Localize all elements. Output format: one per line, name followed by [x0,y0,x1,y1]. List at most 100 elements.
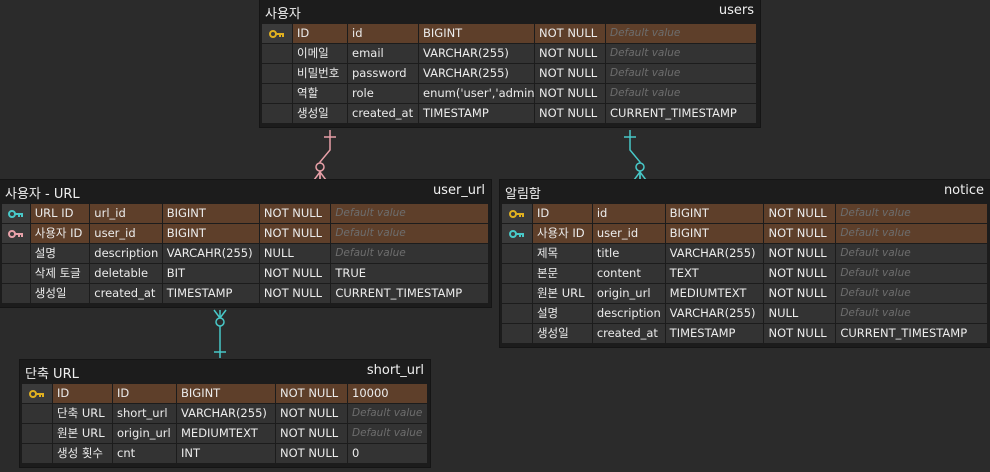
type-cell[interactable]: BIGINT [665,204,764,223]
label-cell[interactable]: 설명 [532,304,592,323]
nullable-cell[interactable]: NOT NULL [535,44,605,63]
default-cell[interactable]: Default value [348,404,427,423]
column-name-cell[interactable]: url_id [90,204,162,223]
default-cell[interactable]: Default value [606,84,756,103]
default-cell[interactable]: Default value [836,284,988,303]
column-name-cell[interactable]: deletable [90,264,162,283]
type-cell[interactable]: BIGINT [162,224,259,243]
column-name-cell[interactable]: created_at [348,104,418,123]
nullable-cell[interactable]: NOT NULL [535,64,605,83]
column-name-cell[interactable]: created_at [592,324,665,343]
nullable-cell[interactable]: NOT NULL [276,384,347,403]
type-cell[interactable]: VARCHAR(255) [177,404,275,423]
label-cell[interactable]: ID [532,204,592,223]
column-name-cell[interactable]: ID [113,384,176,403]
label-cell[interactable]: 삭제 토글 [30,264,90,283]
column-name-cell[interactable]: id [348,24,418,43]
label-cell[interactable]: 단축 URL [53,404,112,423]
default-cell[interactable]: Default value [606,44,756,63]
default-cell[interactable]: Default value [331,204,489,223]
type-cell[interactable]: VARCHAR(255) [665,304,764,323]
column-name-cell[interactable]: user_id [90,224,162,243]
label-cell[interactable]: 원본 URL [532,284,592,303]
default-cell[interactable]: Default value [836,304,988,323]
default-cell[interactable]: Default value [606,24,756,43]
type-cell[interactable]: TIMESTAMP [419,104,534,123]
type-cell[interactable]: MEDIUMTEXT [177,424,275,443]
column-name-cell[interactable]: title [592,244,665,263]
label-cell[interactable]: 설명 [30,244,90,263]
nullable-cell[interactable]: NOT NULL [764,204,836,223]
default-cell[interactable]: Default value [348,424,427,443]
nullable-cell[interactable]: NOT NULL [764,244,836,263]
label-cell[interactable]: URL ID [30,204,90,223]
column-name-cell[interactable]: short_url [113,404,176,423]
column-name-cell[interactable]: created_at [90,284,162,303]
type-cell[interactable]: VARCAHR(255) [162,244,259,263]
nullable-cell[interactable]: NOT NULL [535,84,605,103]
column-name-cell[interactable]: password [348,64,418,83]
type-cell[interactable]: BIT [162,264,259,283]
default-cell[interactable]: Default value [606,64,756,83]
label-cell[interactable]: 원본 URL [53,424,112,443]
type-cell[interactable]: TIMESTAMP [162,284,259,303]
column-name-cell[interactable]: description [592,304,665,323]
column-name-cell[interactable]: content [592,264,665,283]
nullable-cell[interactable]: NOT NULL [259,264,331,283]
nullable-cell[interactable]: NOT NULL [276,404,347,423]
column-name-cell[interactable]: role [348,84,418,103]
label-cell[interactable]: 이메일 [293,44,347,63]
column-name-cell[interactable]: email [348,44,418,63]
nullable-cell[interactable]: NOT NULL [764,224,836,243]
nullable-cell[interactable]: NULL [259,244,331,263]
nullable-cell[interactable]: NULL [764,304,836,323]
label-cell[interactable]: 사용자 ID [30,224,90,243]
type-cell[interactable]: BIGINT [419,24,534,43]
label-cell[interactable]: 생성일 [532,324,592,343]
relation-users-notice[interactable] [624,130,647,181]
default-cell[interactable]: Default value [331,224,489,243]
column-name-cell[interactable]: origin_url [592,284,665,303]
default-cell[interactable]: Default value [331,244,489,263]
default-cell[interactable]: 0 [348,444,427,463]
label-cell[interactable]: 비밀번호 [293,64,347,83]
nullable-cell[interactable]: NOT NULL [535,24,605,43]
nullable-cell[interactable]: NOT NULL [259,224,331,243]
column-name-cell[interactable]: user_id [592,224,665,243]
nullable-cell[interactable]: NOT NULL [764,284,836,303]
nullable-cell[interactable]: NOT NULL [535,104,605,123]
nullable-cell[interactable]: NOT NULL [259,204,331,223]
label-cell[interactable]: 생성일 [30,284,90,303]
label-cell[interactable]: ID [53,384,112,403]
label-cell[interactable]: 생성 횟수 [53,444,112,463]
type-cell[interactable]: BIGINT [177,384,275,403]
default-cell[interactable]: CURRENT_TIMESTAMP [836,324,988,343]
type-cell[interactable]: VARCHAR(255) [419,44,534,63]
type-cell[interactable]: MEDIUMTEXT [665,284,764,303]
default-cell[interactable]: Default value [836,224,988,243]
type-cell[interactable]: enum('user','admin') [419,84,534,103]
relation-users-user-url[interactable] [313,130,336,181]
column-name-cell[interactable]: origin_url [113,424,176,443]
